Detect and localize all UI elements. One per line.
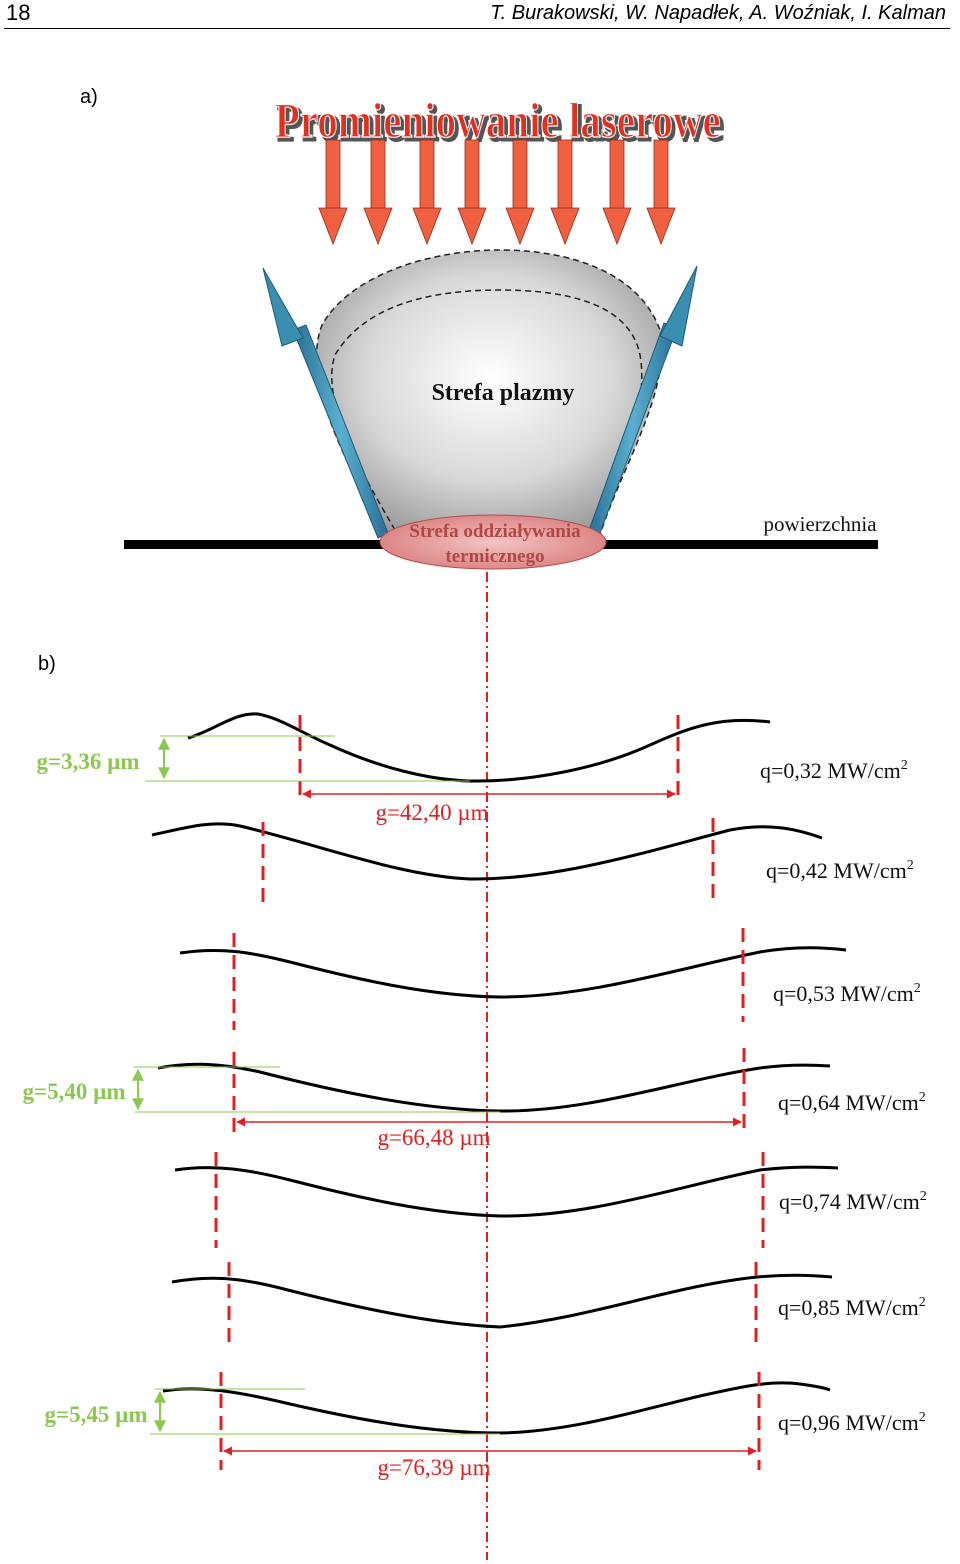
q-label: q=0,64 MW/cm2 bbox=[778, 1090, 926, 1115]
profile-curve bbox=[171, 1273, 833, 1329]
q-label: q=0,42 MW/cm2 bbox=[766, 858, 914, 883]
laser-arrow bbox=[363, 139, 393, 246]
q-label: q=0,32 MW/cm2 bbox=[760, 758, 908, 783]
surface-label: powierzchnia bbox=[763, 512, 877, 536]
depth-label: g=5,40 µm bbox=[22, 1079, 125, 1104]
laser-arrow bbox=[318, 139, 348, 246]
width-label: g=42,40 µm bbox=[375, 800, 488, 825]
thermal-label-line1: Strefa oddziaływania bbox=[409, 521, 581, 542]
thermal-label-line2: termicznego bbox=[445, 546, 544, 567]
page-number: 18 bbox=[6, 0, 31, 25]
laser-arrow bbox=[602, 139, 632, 246]
laser-arrow bbox=[550, 139, 580, 246]
width-label: g=76,39 µm bbox=[377, 1455, 490, 1480]
laser-title: Promieniowanie laserowe Promieniowanie l… bbox=[274, 92, 725, 153]
plasma-zone bbox=[315, 249, 663, 536]
laser-arrows bbox=[318, 139, 676, 246]
q-label: q=0,74 MW/cm2 bbox=[779, 1189, 927, 1214]
laser-arrow bbox=[412, 139, 442, 246]
profile-curve bbox=[187, 712, 771, 783]
laser-arrow bbox=[457, 139, 487, 246]
profile-5: q=0,74 MW/cm2 bbox=[174, 1152, 927, 1248]
profile-6: q=0,85 MW/cm2 bbox=[171, 1262, 926, 1345]
profile-curve bbox=[174, 1165, 839, 1218]
laser-arrow bbox=[646, 139, 676, 246]
width-label: g=66,48 µm bbox=[377, 1125, 490, 1150]
laser-arrow bbox=[505, 139, 535, 246]
q-label: q=0,53 MW/cm2 bbox=[773, 981, 921, 1006]
profile-7: g=5,45 µm g=76,39 µm q=0,96 MW/cm2 bbox=[44, 1372, 926, 1480]
profile-4: g=5,40 µm g=66,48 µm q=0,64 MW/cm2 bbox=[22, 1048, 926, 1150]
profile-curve bbox=[162, 1381, 831, 1435]
authors: T. Burakowski, W. Napadłek, A. Woźniak, … bbox=[490, 2, 946, 24]
plasma-label: Strefa plazmy bbox=[432, 380, 575, 406]
profile-2: q=0,42 MW/cm2 bbox=[151, 818, 914, 905]
q-label: q=0,96 MW/cm2 bbox=[778, 1410, 926, 1435]
profile-curve bbox=[179, 946, 847, 999]
laser-title-shadow: Promieniowanie laserowe bbox=[278, 95, 724, 151]
laser-title-text: Promieniowanie laserowe bbox=[275, 92, 721, 148]
header-rule bbox=[4, 28, 950, 29]
page-header: 18 T. Burakowski, W. Napadłek, A. Woźnia… bbox=[0, 0, 960, 30]
profile-curve bbox=[151, 822, 823, 881]
depth-label: g=3,36 µm bbox=[36, 749, 139, 774]
q-label: q=0,85 MW/cm2 bbox=[778, 1295, 926, 1320]
part-a-label: a) bbox=[80, 86, 98, 108]
profile-curve bbox=[157, 1062, 831, 1113]
profile-3: q=0,53 MW/cm2 bbox=[179, 928, 921, 1030]
profile-1: g=3,36 µm g=42,40 µm q=0,32 MW/cm2 bbox=[36, 712, 908, 825]
thermal-zone bbox=[379, 514, 607, 570]
part-b-label: b) bbox=[38, 653, 56, 675]
depth-label: g=5,45 µm bbox=[44, 1402, 147, 1427]
